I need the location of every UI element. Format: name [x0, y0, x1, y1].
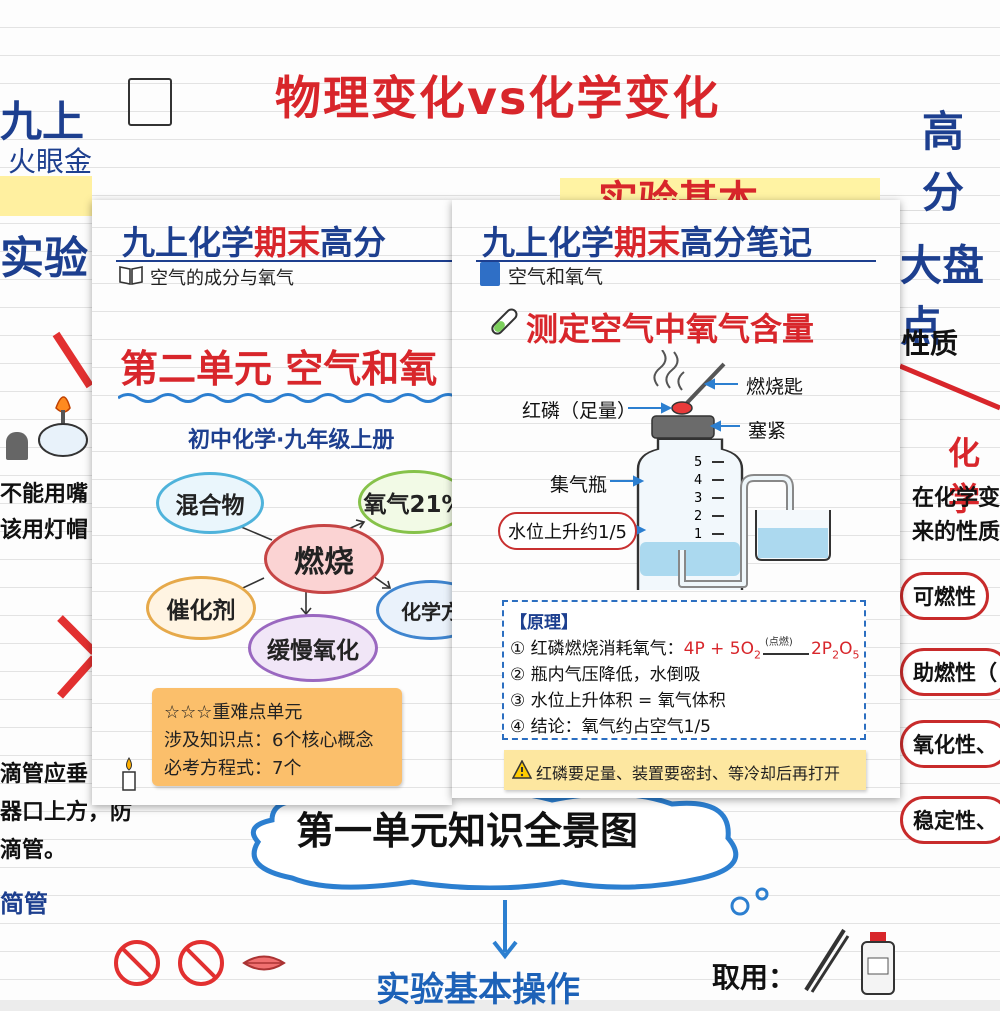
node-mixture: 混合物 — [156, 472, 264, 534]
bg-top-icon — [128, 78, 172, 126]
equation-condition: (点燃) — [764, 637, 793, 648]
card1-unit-title: 第二单元 空气和氧 — [120, 347, 438, 391]
bg-right-pill-2: 助燃性（ — [900, 648, 1000, 696]
lamp-cap-icon — [6, 432, 28, 460]
bg-top-card — [60, 0, 940, 211]
bg-bottom-dots — [700, 880, 780, 920]
nose-prohibit-icon — [178, 940, 224, 986]
card2-heading: 测定空气中氧气含量 — [526, 310, 815, 348]
principle-head: 【原理】 — [510, 613, 578, 633]
bg-right-pill-1: 可燃性 — [900, 572, 989, 620]
label-phosphorus: 红磷（足量） — [522, 400, 637, 422]
card1-title-b: 期末 — [254, 223, 320, 262]
bg-left-heading: 实验 — [0, 233, 88, 284]
node-center: 燃烧 — [264, 524, 384, 594]
lips-icon — [242, 950, 286, 976]
equation-sub-1: 2 — [753, 648, 761, 662]
node-catalyst: 催化剂 — [146, 576, 256, 640]
reagent-bottle-icon — [858, 930, 898, 996]
card1-title: 九上化学期末高分 — [122, 216, 386, 264]
card1-title-a: 九上化学 — [122, 223, 254, 262]
equation-arrow: (点燃) — [762, 637, 809, 655]
bg-left-text-5: 滴管。 — [0, 838, 67, 863]
principle-line-1: ① 红磷燃烧消耗氧气：4P + 5O2(点燃)2P2O5 — [510, 634, 859, 661]
card2-title-b: 期末 — [614, 223, 680, 262]
card1-note-line-2: 涉及知识点：6个核心概念 — [164, 730, 374, 751]
bg-left-title: 九上 — [0, 97, 85, 146]
equation-right: 2P — [810, 639, 833, 659]
principle-line-4: ④ 结论：氧气约占空气1/5 — [510, 717, 712, 737]
bg-right-heading: 大盘点 — [900, 241, 985, 351]
bg-bottom-arrow — [490, 900, 520, 960]
equation-o: O — [839, 639, 853, 659]
label-spoon: 燃烧匙 — [746, 376, 804, 398]
scale-5: 5 — [694, 455, 703, 470]
card2-title-c: 高分笔记 — [680, 223, 812, 262]
bg-bottom-ops: 实验基本操作 — [376, 970, 580, 1010]
scale-4: 4 — [694, 473, 703, 488]
bg-right-title: 高分 — [922, 107, 965, 217]
warning-box — [504, 750, 866, 790]
equation-sub-3: 5 — [852, 648, 860, 662]
bg-left-text-2: 该用灯帽 — [0, 518, 89, 543]
bg-right-text-1: 在化学变 — [912, 486, 1000, 511]
card1-note — [152, 688, 402, 786]
bg-left-text-6: 简管 — [0, 890, 48, 918]
node-slow-oxidation: 缓慢氧化 — [248, 614, 378, 682]
warning-icon — [511, 759, 533, 780]
alcohol-lamp-icon — [34, 380, 92, 460]
bg-left-sub: 火眼金 — [8, 145, 93, 178]
card1-note-line-3: 必考方程式：7个 — [164, 758, 302, 779]
card1-subject: 空气的成分与氧气 — [150, 268, 294, 289]
candle-icon — [118, 756, 140, 792]
bg-left-highlight — [0, 176, 92, 216]
label-stopper: 塞紧 — [748, 420, 787, 442]
card2-subject: 空气和氧气 — [508, 266, 604, 288]
bg-top-title: 物理变化vs化学变化 — [275, 71, 721, 125]
scale-3: 3 — [694, 491, 703, 506]
equation-left: 4P + 5O — [683, 639, 754, 659]
card2-title: 九上化学期末高分笔记 — [482, 216, 812, 264]
bg-left-text-3: 滴管应垂 — [0, 762, 89, 787]
card1-grade: 初中化学·九年级上册 — [188, 428, 395, 453]
label-bottle: 集气瓶 — [550, 474, 608, 496]
card-unit-two: 九上化学期末高分 空气的成分与氧气 第二单元 空气和氧 初中化学·九年级上册 燃… — [92, 200, 452, 805]
scale-2: 2 — [694, 509, 703, 524]
principle-line-2: ② 瓶内气压降低，水倒吸 — [510, 665, 701, 685]
bg-bottom-cloud-title: 第一单元知识全景图 — [296, 809, 639, 853]
hand-prohibit-icon — [114, 940, 160, 986]
book-icon — [118, 264, 144, 286]
bg-left-text-1: 不能用嘴 — [0, 482, 89, 507]
tweezers-icon — [800, 924, 850, 994]
principle-line-1-text: ① 红磷燃烧消耗氧气： — [510, 639, 684, 659]
bg-left-cross-1 — [52, 330, 94, 390]
equation: 4P + 5O2(点燃)2P2O5 — [683, 637, 860, 662]
notebook-icon — [480, 262, 500, 286]
principle-box — [502, 600, 866, 740]
bg-right-pill-4: 稳定性、 — [900, 796, 1000, 844]
apparatus-diagram — [452, 349, 900, 617]
card2-title-a: 九上化学 — [482, 223, 614, 262]
node-oxygen: 氧气21% — [358, 470, 452, 534]
bg-right-red-line — [899, 356, 1000, 416]
bg-bottom-take: 取用： — [712, 961, 797, 994]
warning-text: 红磷要足量、装置要密封、等冷却后再打开 — [536, 764, 841, 783]
label-water: 水位上升约1/5 — [498, 512, 637, 550]
card1-wave — [117, 390, 452, 404]
card1-note-stars: ☆☆☆重难点单元 — [164, 702, 303, 723]
card-oxygen-measure: 九上化学期末高分笔记 空气和氧气 测定空气中氧气含量 — [452, 200, 900, 798]
bg-left-cross-2 — [56, 612, 97, 702]
bg-right-sub: 性质 — [902, 327, 959, 360]
test-tube-icon — [486, 306, 520, 340]
equation-sub-2: 2 — [832, 648, 840, 662]
bg-right-red-heading: 化学 — [948, 434, 981, 518]
principle-line-3: ③ 水位上升体积 = 氧气体积 — [510, 691, 726, 711]
scale-1: 1 — [694, 527, 703, 542]
card1-title-c: 高分 — [320, 223, 386, 262]
bg-right-pill-3: 氧化性、 — [900, 720, 1000, 768]
bg-right-text-2: 来的性质 — [912, 520, 1000, 545]
card1-title-underline — [116, 260, 452, 262]
card2-title-underline — [476, 260, 876, 262]
